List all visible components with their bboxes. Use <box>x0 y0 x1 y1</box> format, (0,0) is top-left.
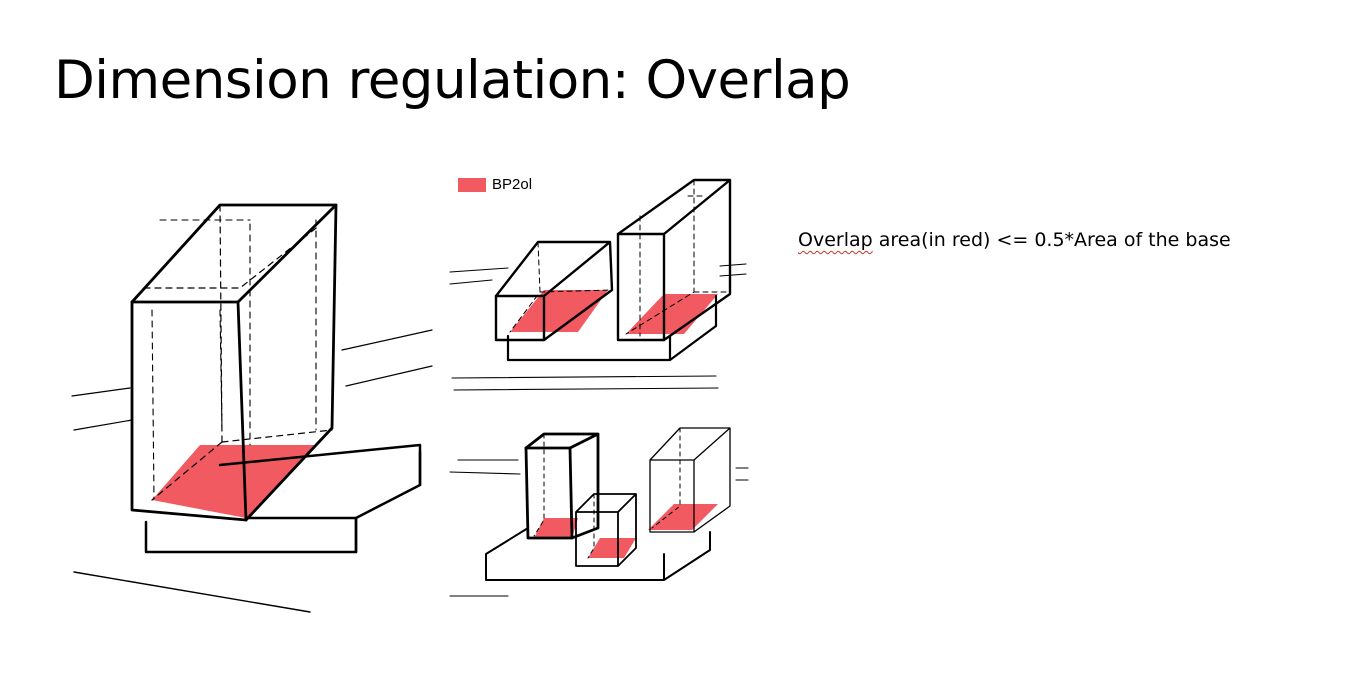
sketch-three-volumes <box>449 427 749 597</box>
sketch-large-overlap <box>71 203 433 613</box>
sketch-two-volumes <box>449 178 747 391</box>
overlap-area-c <box>648 504 718 530</box>
rule-text-rest: area(in red) <= 0.5*Area of the base <box>872 229 1231 251</box>
overlap-area-b <box>588 538 636 558</box>
overlap-rule-text: Overlap area(in red) <= 0.5*Area of the … <box>798 229 1231 251</box>
legend-label: BP2ol <box>492 176 533 193</box>
overlap-area-large <box>152 445 318 518</box>
overlap-area-right <box>626 294 718 334</box>
overlap-area-a <box>534 518 578 538</box>
slide-title: Dimension regulation: Overlap <box>54 50 851 111</box>
spellcheck-word: Overlap <box>798 229 873 251</box>
legend-swatch <box>458 177 486 192</box>
legend: BP2ol <box>458 176 532 193</box>
overlap-area-left <box>510 290 608 332</box>
